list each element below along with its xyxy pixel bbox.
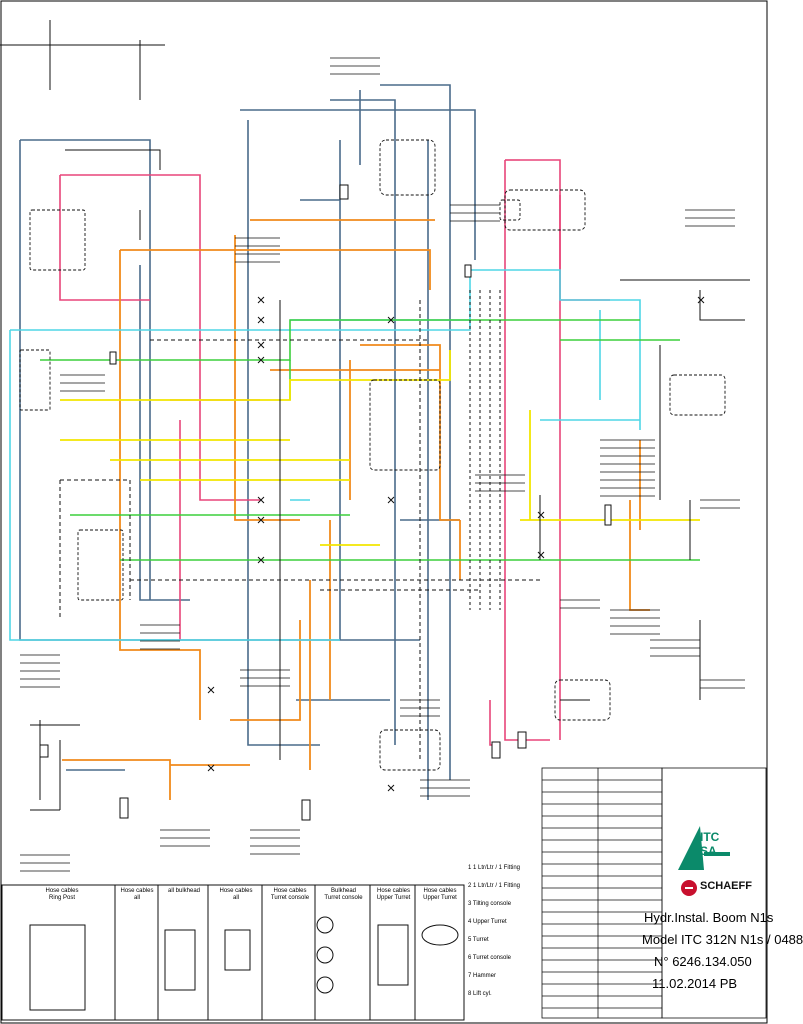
bulkhead-blocks bbox=[39, 184, 612, 821]
date-line: 11.02.2014 PB bbox=[652, 976, 738, 991]
position-legend-item: 7 Hammer bbox=[468, 973, 497, 979]
hydraulic-schematic bbox=[0, 0, 768, 1024]
hose-lines-orange bbox=[62, 219, 650, 800]
connector-markers bbox=[207, 296, 705, 792]
title-block: Hydr.Instal. Boom N1s Model ITC 312N N1s… bbox=[638, 910, 803, 1015]
model-line: Model ITC 312N N1s / 0488 bbox=[642, 932, 803, 947]
drawing-number: N° 6246.134.050 bbox=[654, 954, 752, 969]
itc-logo-mark bbox=[678, 826, 730, 870]
schaeff-logo: SCHAEFF bbox=[680, 878, 760, 898]
structure-lines bbox=[0, 20, 750, 811]
schaeff-logo-mark bbox=[681, 880, 697, 896]
hose-lines-blue bbox=[19, 84, 476, 800]
position-legend-item: 3 Tilting console bbox=[468, 901, 512, 907]
position-legend-item: 2 1 Ltr/Ltr / 1 Fitting bbox=[468, 883, 521, 889]
schaeff-logo-text: SCHAEFF bbox=[700, 880, 752, 892]
itc-logo: ITC SA bbox=[674, 822, 734, 874]
label-blocks bbox=[20, 57, 745, 872]
position-legend-item: 4 Upper Turret bbox=[468, 919, 507, 925]
title-block-frame bbox=[661, 767, 767, 1019]
drawing-title: Hydr.Instal. Boom N1s bbox=[644, 910, 774, 925]
itc-logo-text: ITC SA bbox=[700, 830, 720, 858]
component-outlines bbox=[19, 139, 726, 771]
position-legend-item: 8 Lift cyl. bbox=[468, 991, 492, 997]
sheet-frame bbox=[0, 0, 768, 1024]
position-legend: 1 1 Ltr/Ltr / 1 Fitting 2 1 Ltr/Ltr / 1 … bbox=[468, 865, 540, 1015]
position-legend-item: 1 1 Ltr/Ltr / 1 Fitting bbox=[468, 865, 521, 871]
legend-strip-frame bbox=[1, 884, 465, 1021]
position-legend-item: 5 Turret bbox=[468, 937, 489, 943]
position-legend-item: 6 Turret console bbox=[468, 955, 512, 961]
legend-strip-label: all bulkhead bbox=[167, 888, 201, 894]
